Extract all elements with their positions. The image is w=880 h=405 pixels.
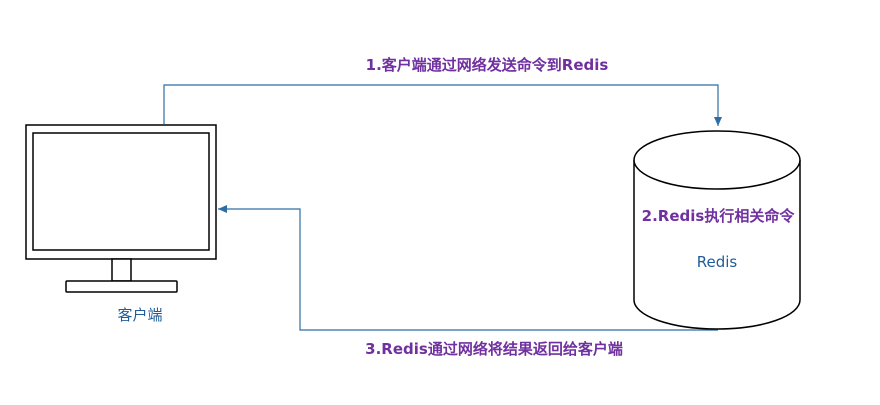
database-top	[633, 130, 801, 190]
client-label: 客户端	[117, 306, 162, 324]
request-arrow	[163, 84, 722, 126]
redis-label: Redis	[697, 253, 738, 271]
response-label: 3.Redis通过网络将结果返回给客户端	[365, 340, 623, 358]
monitor-base	[65, 280, 178, 293]
response-arrow	[218, 205, 718, 331]
monitor-neck	[111, 258, 132, 282]
database-body	[633, 160, 801, 330]
monitor-screen	[32, 132, 210, 251]
request-label: 1.客户端通过网络发送命令到Redis	[366, 56, 609, 74]
database-icon	[633, 130, 801, 330]
redis-step-label: 2.Redis执行相关命令	[642, 207, 796, 225]
monitor-icon	[25, 124, 217, 293]
